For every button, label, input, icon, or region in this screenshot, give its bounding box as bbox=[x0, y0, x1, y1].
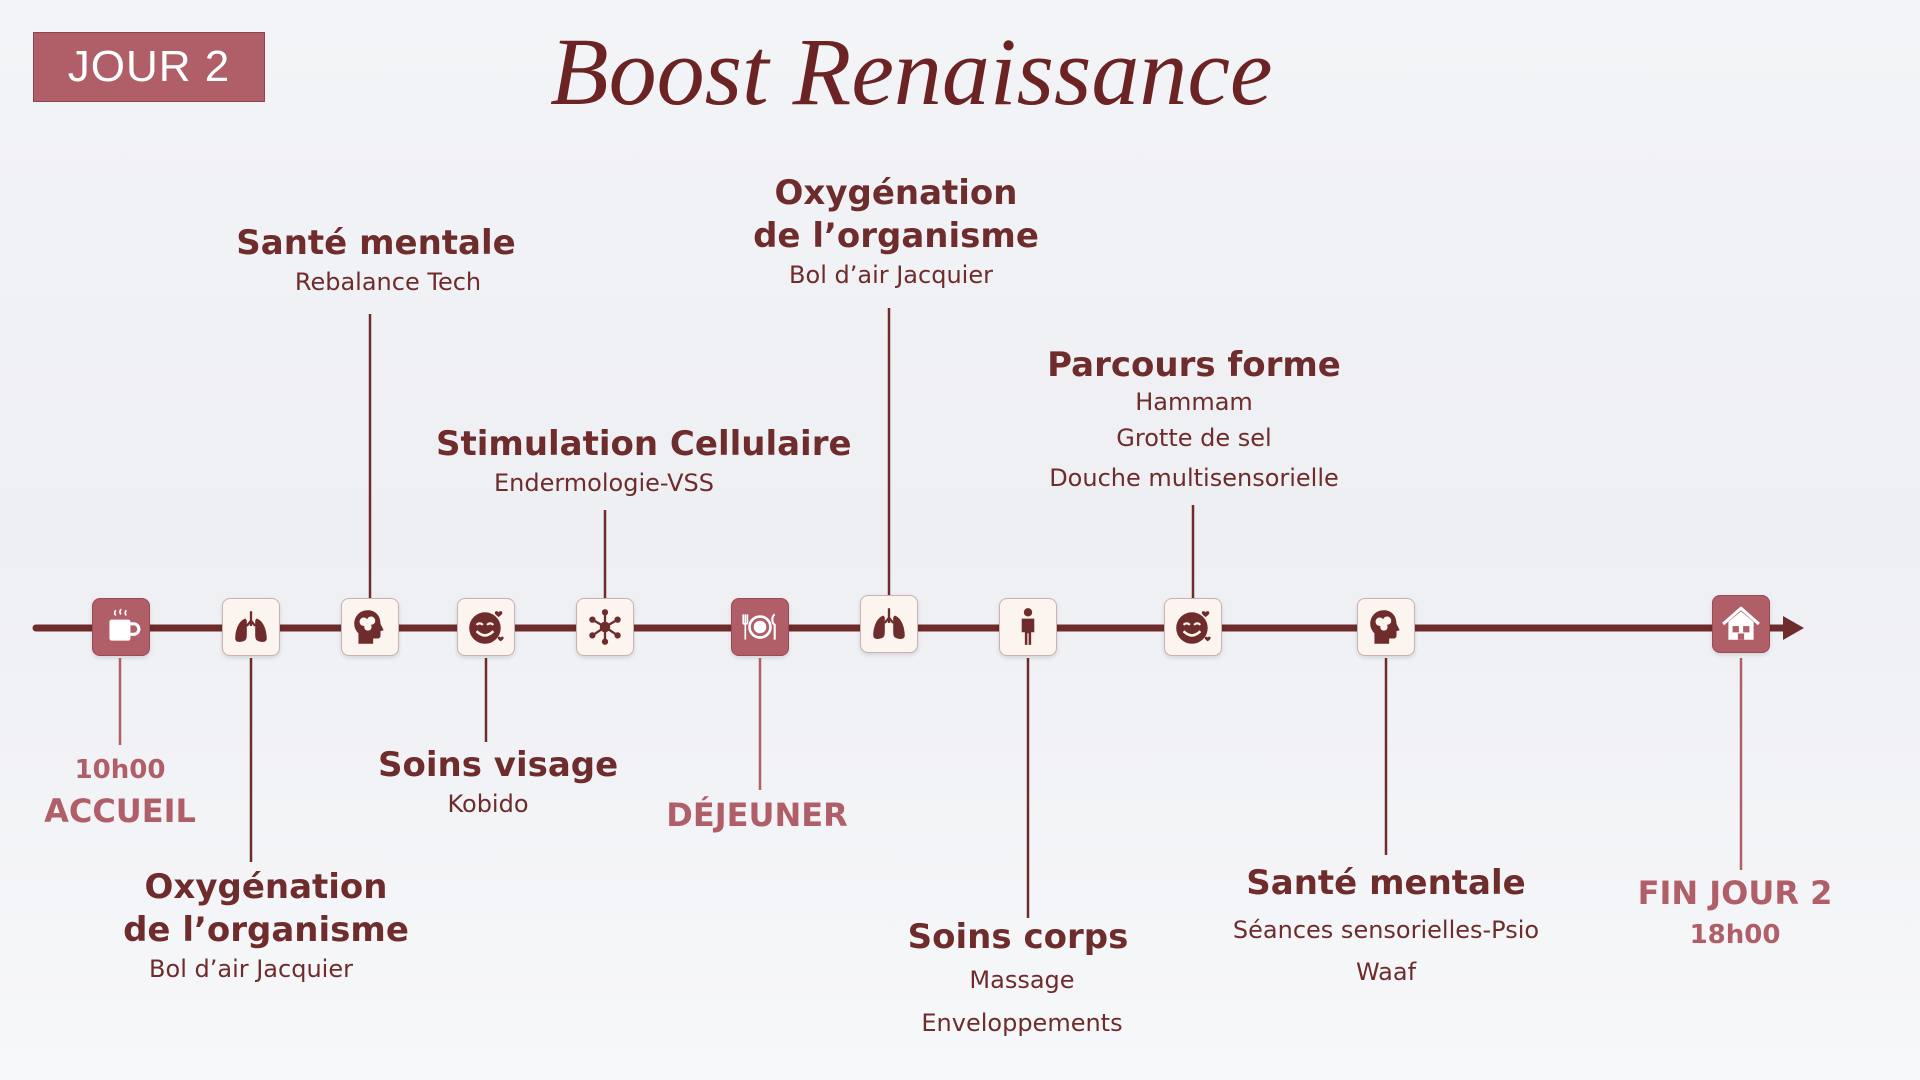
step-2-title-line-2: de l’organisme bbox=[123, 910, 409, 950]
step-3-icon-box bbox=[341, 598, 399, 656]
step-11-icon-box bbox=[1712, 595, 1770, 653]
step-9-subtitle-2: Grotte de sel bbox=[1116, 424, 1272, 452]
day-badge: JOUR 2 bbox=[33, 32, 265, 102]
timeline-arrow-head bbox=[1783, 616, 1804, 640]
step-7-title-line-2: de l’organisme bbox=[753, 216, 1039, 256]
person-standing-icon bbox=[1021, 608, 1035, 645]
lungs-icon bbox=[235, 611, 267, 643]
step-6-icon-box bbox=[731, 598, 789, 656]
step-8-icon-box bbox=[999, 598, 1057, 656]
step-10-title: Santé mentale bbox=[1246, 863, 1526, 903]
step-11-time: 18h00 bbox=[1689, 920, 1781, 950]
step-1-label: 10h00 ACCUEIL bbox=[40, 750, 200, 833]
step-7-icon-box bbox=[860, 595, 918, 653]
smiling-face-icon bbox=[1176, 611, 1211, 644]
step-3-subtitle: Rebalance Tech bbox=[294, 268, 482, 296]
step-7-subtitle: Bol d’air Jacquier bbox=[789, 261, 993, 289]
coffee-cup-icon bbox=[109, 608, 141, 641]
step-5-title: Stimulation Cellulaire bbox=[436, 424, 852, 464]
step-4-subtitle: Kobido bbox=[447, 790, 529, 818]
step-2-label: Oxygénation de l’organisme Bol d’air Jac… bbox=[116, 866, 416, 986]
step-9-icon-box bbox=[1164, 598, 1222, 656]
step-8-subtitle-2: Enveloppements bbox=[921, 1009, 1123, 1037]
step-8-label: Soins corps Massage Enveloppements bbox=[898, 916, 1138, 1045]
plate-cutlery-icon bbox=[742, 613, 776, 640]
step-10-subtitle-1: Séances sensorielles-Psio bbox=[1232, 916, 1540, 944]
step-9-subtitle-3: Douche multisensorielle bbox=[1049, 464, 1339, 492]
step-5-label: Stimulation Cellulaire Endermologie-VSS bbox=[436, 423, 852, 500]
step-10-subtitle-2: Waaf bbox=[1355, 958, 1417, 986]
step-8-subtitle-1: Massage bbox=[969, 966, 1075, 994]
step-1-time: 10h00 bbox=[74, 755, 166, 785]
step-4-label: Soins visage Kobido bbox=[378, 744, 618, 821]
step-6-label: DÉJEUNER bbox=[650, 794, 864, 837]
step-7-title-line-1: Oxygénation bbox=[774, 173, 1018, 213]
molecule-network-icon bbox=[589, 609, 621, 645]
step-3-title: Santé mentale bbox=[236, 223, 516, 263]
step-4-icon-box bbox=[457, 598, 515, 656]
step-9-label: Parcours forme Hammam Grotte de sel Douc… bbox=[1024, 344, 1364, 496]
step-2-icon-box bbox=[222, 598, 280, 656]
step-10-label: Santé mentale Séances sensorielles-Psio … bbox=[1206, 862, 1566, 989]
step-4-title: Soins visage bbox=[378, 745, 619, 785]
step-1-icon-box bbox=[92, 598, 150, 656]
step-2-title-line-1: Oxygénation bbox=[144, 867, 388, 907]
brain-head-icon bbox=[1370, 610, 1400, 644]
step-9-title: Parcours forme bbox=[1047, 345, 1341, 385]
step-11-label: FIN JOUR 2 18h00 bbox=[1620, 872, 1850, 955]
step-5-subtitle: Endermologie-VSS bbox=[493, 469, 715, 497]
step-11-title: FIN JOUR 2 bbox=[1637, 874, 1833, 912]
page-title: Boost Renaissance bbox=[550, 18, 1273, 125]
step-3-label: Santé mentale Rebalance Tech bbox=[226, 222, 526, 299]
house-icon bbox=[1722, 606, 1760, 640]
step-10-icon-box bbox=[1357, 598, 1415, 656]
brain-head-icon bbox=[354, 610, 384, 644]
step-1-title: ACCUEIL bbox=[44, 792, 196, 830]
lungs-icon bbox=[873, 608, 905, 640]
step-7-label: Oxygénation de l’organisme Bol d’air Jac… bbox=[746, 172, 1046, 292]
step-6-title: DÉJEUNER bbox=[666, 796, 848, 834]
step-5-icon-box bbox=[576, 598, 634, 656]
step-2-subtitle: Bol d’air Jacquier bbox=[149, 955, 353, 983]
step-9-subtitle-1: Hammam bbox=[1135, 388, 1253, 416]
smiling-face-icon bbox=[469, 611, 504, 644]
step-8-title: Soins corps bbox=[907, 917, 1129, 957]
